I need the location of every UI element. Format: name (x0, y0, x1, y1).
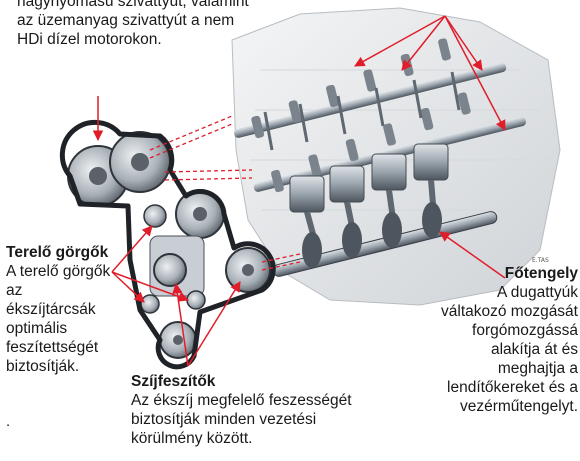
szij-line: Az ékszíj megfelelő feszességét (131, 391, 391, 410)
szijfeszitok-callout: Szíjfeszítők Az ékszíj megfelelő feszess… (131, 372, 391, 448)
intro-line: HDi dízel motorokon. (17, 30, 282, 49)
fotengely-callout: Főtengely A dugattyúk váltakozó mozgását… (400, 264, 578, 416)
artist-mark: E.TAS (532, 257, 549, 264)
fotengely-line: meghajtja a (400, 359, 578, 378)
terelo-line: az (6, 281, 156, 300)
fotengely-line: vezérműtengelyt. (400, 397, 578, 416)
fotengely-title: Főtengely (400, 264, 578, 283)
fotengely-line: váltakozó mozgását (400, 302, 578, 321)
crank-pulley (160, 322, 196, 358)
terelo-line: feszítettségét (6, 338, 156, 357)
intro-line: nagynyomású szivattyút, valamint (17, 0, 282, 11)
fotengely-line: A dugattyúk (400, 283, 578, 302)
terelo-title: Terelő görgők (6, 243, 156, 262)
terelo-line: ékszíjtárcsák (6, 300, 156, 319)
pulley-camshaft-right (110, 132, 170, 192)
terelo-line: A terelő görgők (6, 262, 156, 281)
terelo-gorgok-callout: Terelő görgők A terelő görgők az ékszíjt… (6, 243, 156, 376)
intro-line: az üzemanyag szivattyút a nem (17, 11, 282, 30)
szij-title: Szíjfeszítők (131, 372, 391, 391)
szij-line: biztosítják minden vezetési (131, 410, 391, 429)
szij-line: körülmény között. (131, 429, 391, 448)
fotengely-line: forgómozgássá (400, 321, 578, 340)
intro-text: nagynyomású szivattyút, valamint az üzem… (17, 0, 282, 49)
fotengely-line: lendítőkereket és a (400, 378, 578, 397)
fotengely-line: alakítja át és (400, 340, 578, 359)
stray-dot: . (6, 413, 10, 430)
idler-upper (144, 205, 166, 227)
terelo-line: optimális (6, 319, 156, 338)
